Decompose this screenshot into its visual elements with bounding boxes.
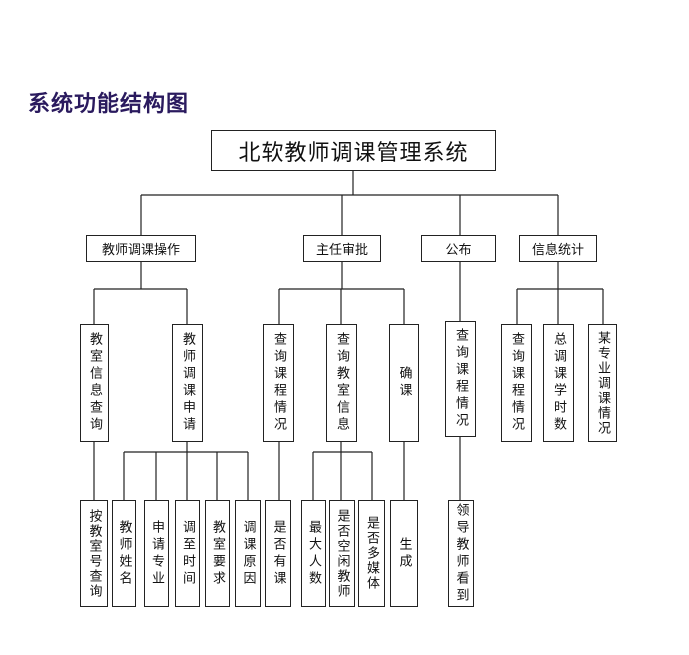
node-adjust-apply: 教师调课申请 — [172, 324, 203, 442]
node-stat-course: 查询课程情况 — [501, 324, 532, 442]
node-pub-course: 查询课程情况 — [445, 321, 476, 437]
branch-teacher-ops: 教师调课操作 — [86, 235, 196, 262]
leaf-generate: 生成 — [390, 500, 418, 607]
leaf-reason: 调课原因 — [235, 500, 261, 607]
leaf-multimedia: 是否多媒体 — [358, 500, 385, 607]
leaf-generate-label: 生成 — [396, 536, 412, 571]
node-dir-room-label: 查询教室信息 — [334, 332, 349, 434]
node-dir-course: 查询课程情况 — [263, 324, 294, 442]
root-node: 北软教师调课管理系统 — [211, 130, 496, 171]
node-adjust-apply-label: 教师调课申请 — [180, 332, 195, 434]
leaf-has-class-label: 是否有课 — [270, 519, 286, 588]
leaf-has-class: 是否有课 — [265, 500, 291, 607]
node-dir-course-label: 查询课程情况 — [271, 332, 286, 434]
leaf-apply-major-label: 申请专业 — [149, 519, 164, 588]
node-dir-room: 查询教室信息 — [326, 324, 357, 442]
node-stat-major: 某专业调课情况 — [588, 324, 617, 442]
node-pub-course-label: 查询课程情况 — [453, 328, 468, 430]
leaf-to-time: 调至时间 — [175, 500, 200, 607]
leaf-leader-view: 领导教师看到 — [448, 500, 474, 607]
leaf-leader-view-label: 领导教师看到 — [453, 502, 469, 605]
node-confirm-label: 确课 — [396, 366, 412, 400]
branch-director-label: 主任审批 — [315, 243, 368, 258]
leaf-to-time-label: 调至时间 — [180, 519, 195, 588]
leaf-free-teacher: 是否空闲教师 — [329, 500, 355, 607]
node-stat-major-label: 某专业调课情况 — [595, 331, 610, 436]
leaf-max-people-label: 最大人数 — [306, 519, 321, 588]
node-stat-course-label: 查询课程情况 — [509, 332, 524, 434]
leaf-by-room-no-label: 按教室号查询 — [86, 508, 102, 599]
branch-publish-label: 公布 — [445, 243, 472, 258]
leaf-reason-label: 调课原因 — [240, 519, 256, 588]
leaf-free-teacher-label: 是否空闲教师 — [334, 508, 350, 599]
leaf-max-people: 最大人数 — [301, 500, 326, 607]
leaf-teacher-name-label: 教师姓名 — [116, 519, 132, 588]
leaf-room-req-label: 教室要求 — [210, 519, 225, 588]
page-heading: 系统功能结构图 — [28, 92, 190, 117]
node-room-query: 教室信息查询 — [80, 324, 109, 442]
node-room-query-label: 教室信息查询 — [87, 332, 102, 434]
leaf-apply-major: 申请专业 — [144, 500, 169, 607]
leaf-room-req: 教室要求 — [205, 500, 230, 607]
root-label: 北软教师调课管理系统 — [238, 140, 469, 166]
node-stat-hours: 总调课学时数 — [543, 324, 574, 442]
branch-director: 主任审批 — [303, 235, 381, 262]
branch-publish: 公布 — [421, 235, 496, 262]
branch-stats: 信息统计 — [519, 235, 597, 262]
leaf-multimedia-label: 是否多媒体 — [364, 516, 379, 591]
leaf-teacher-name: 教师姓名 — [112, 500, 136, 607]
node-stat-hours-label: 总调课学时数 — [551, 332, 566, 434]
leaf-by-room-no: 按教室号查询 — [80, 500, 108, 607]
branch-teacher-ops-label: 教师调课操作 — [101, 243, 180, 258]
node-confirm: 确课 — [389, 324, 419, 442]
branch-stats-label: 信息统计 — [531, 243, 584, 258]
